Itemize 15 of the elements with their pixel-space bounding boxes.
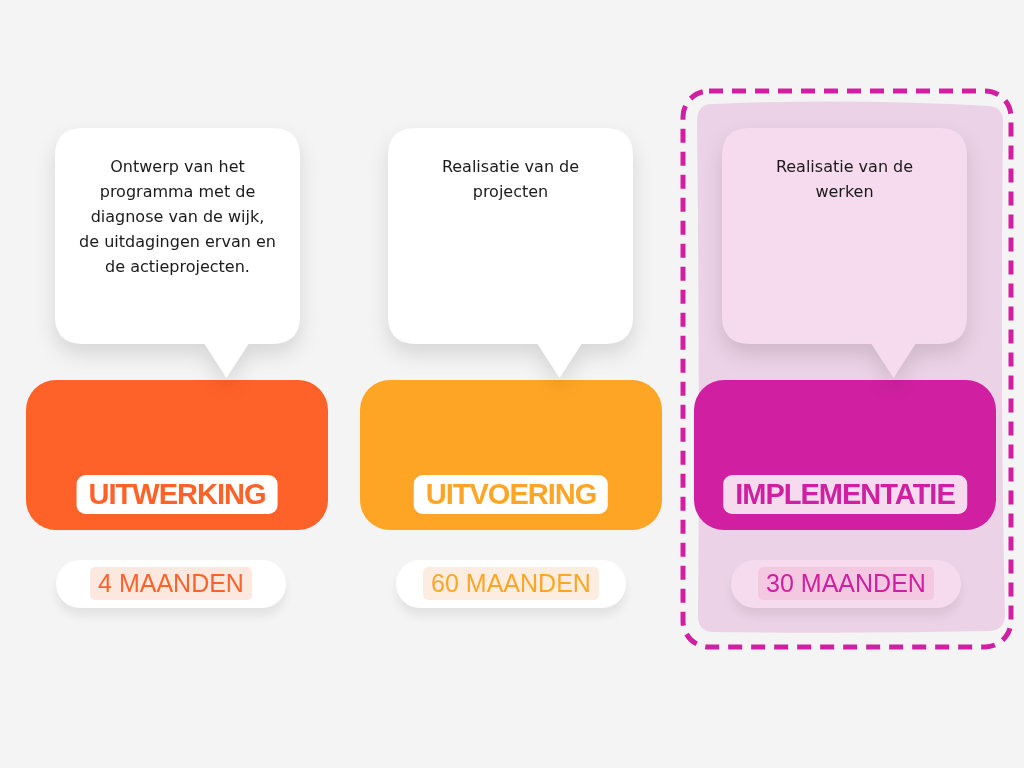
bubble-text: Realisatie van de werken [774,156,915,203]
duration-label: 4 MAANDEN [90,567,252,600]
phase-title: UITWERKING [76,475,278,514]
phase-title: UITVOERING [413,475,609,514]
bubble-text: Ontwerp van het programma met de diagnose van de wijk, de uitdagingen ervan en de actieprojecten. [79,156,276,278]
speech-bubble [55,128,300,378]
duration-label: 30 MAANDEN [758,567,934,600]
phase-title: IMPLEMENTATIE [723,475,967,514]
speech-bubble [388,128,633,378]
phase-card [694,380,996,530]
duration-label: 60 MAANDEN [423,567,599,600]
phase-card [26,380,328,530]
bubble-text: Realisatie van de projecten [440,156,581,203]
phase-card [360,380,662,530]
speech-bubble [722,128,967,378]
